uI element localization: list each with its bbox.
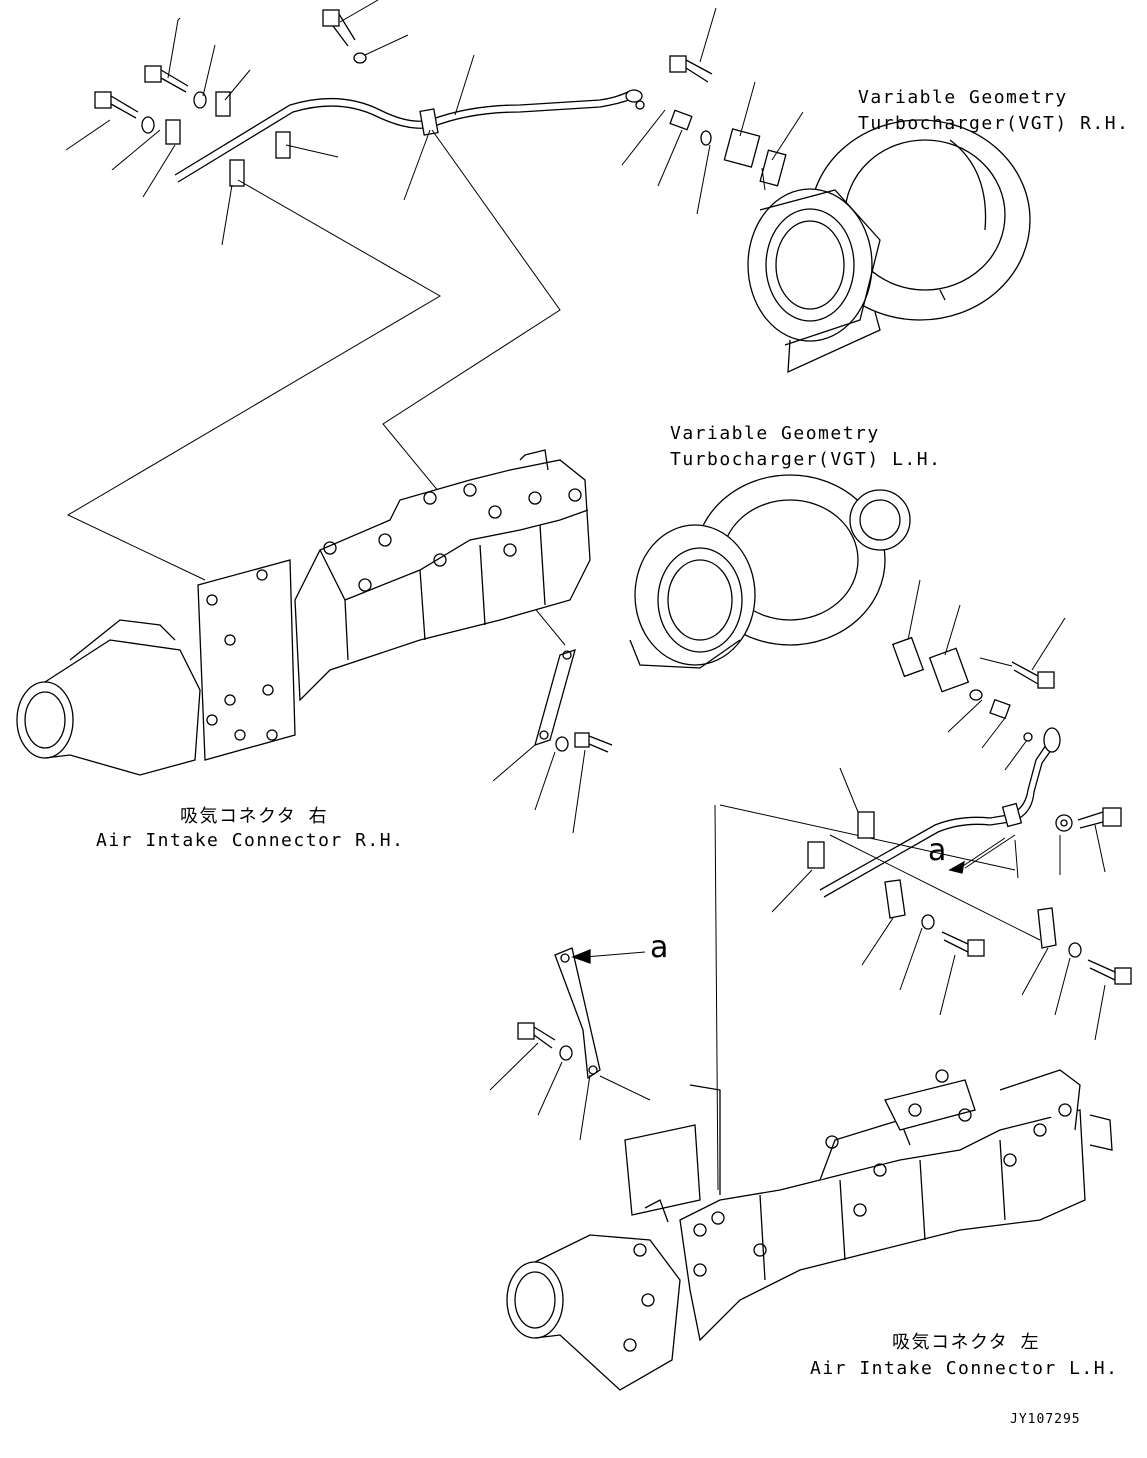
vgt-rh-label-line2: Turbocharger(VGT) R.H.	[858, 113, 1130, 134]
vgt-rh-turbocharger	[747, 119, 1031, 374]
ref-a-label: a	[928, 833, 947, 868]
bolt	[941, 931, 985, 957]
ref-a-label: a	[650, 930, 669, 965]
aic-rh-label-jp: 吸気コネクタ 右	[180, 806, 329, 827]
drawing-code: JY107295	[1010, 1412, 1081, 1427]
vgt-lh-label-line2: Turbocharger(VGT) L.H.	[670, 449, 942, 470]
bolt	[1087, 959, 1132, 985]
bolt	[1011, 661, 1055, 689]
bolt	[144, 65, 189, 93]
bolt	[669, 55, 713, 83]
bolt	[517, 1022, 556, 1049]
rh-oil-pipe-group	[65, 0, 804, 246]
bolt	[94, 91, 139, 119]
aic-lh-assembly	[506, 1069, 1113, 1391]
vgt-lh-turbocharger	[629, 474, 1066, 771]
aic-lh-label-en: Air Intake Connector L.H.	[810, 1358, 1119, 1379]
bolt	[322, 9, 356, 47]
lh-oil-pipe-group	[771, 727, 1132, 1041]
bolt	[574, 732, 613, 753]
lh-bracket-group	[489, 947, 646, 1141]
bolt	[1077, 807, 1122, 829]
vgt-lh-label-line1: Variable Geometry	[670, 423, 880, 444]
aic-rh-label-en: Air Intake Connector R.H.	[96, 830, 405, 851]
aic-lh-label-jp: 吸気コネクタ 左	[892, 1332, 1041, 1353]
vgt-rh-label-line1: Variable Geometry	[858, 87, 1068, 108]
aic-rh-assembly	[16, 449, 613, 834]
